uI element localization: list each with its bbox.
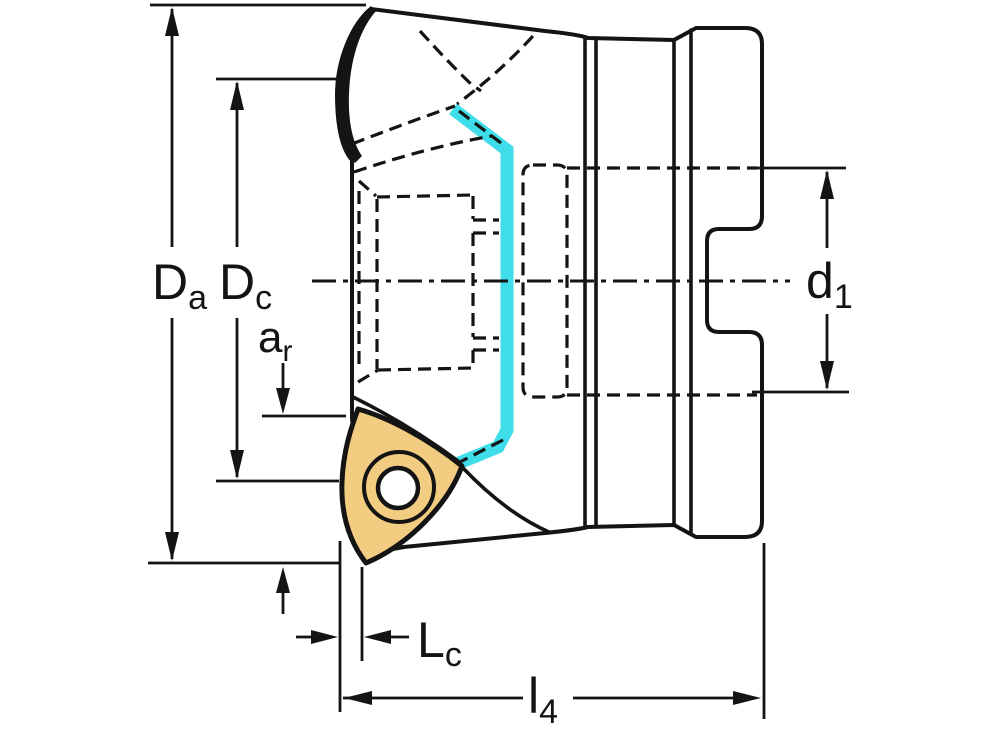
leading-edge-crescent — [338, 6, 376, 163]
dimension-lc: Lc — [296, 541, 462, 712]
arrow-down-icon — [230, 450, 244, 479]
dimension-dc-label: Dc — [219, 254, 272, 317]
arrow-down-icon — [820, 361, 834, 390]
cutting-edge-highlight — [449, 103, 514, 470]
body-silhouette — [335, 7, 764, 554]
pocket-arc-lower — [461, 466, 551, 534]
dimension-da-label: Da — [152, 254, 207, 317]
clamp-slot-hidden — [521, 163, 569, 399]
arrow-down-icon — [276, 388, 290, 414]
dimension-da: Da — [148, 3, 366, 565]
arrow-up-icon — [165, 7, 179, 36]
arrow-right-icon — [733, 691, 761, 705]
dashed-arc-upper-left — [456, 34, 535, 106]
arrow-down-icon — [165, 532, 179, 561]
dashed-cutting-circle-1 — [351, 104, 456, 146]
dimension-lc-label: Lc — [417, 612, 462, 674]
indexable-insert — [339, 406, 465, 566]
dimension-d1: d1 — [752, 166, 853, 394]
arrow-up-icon — [820, 170, 834, 199]
hidden-contours — [351, 29, 757, 464]
dimension-ar-label: ar — [258, 313, 292, 368]
arrow-up-icon — [276, 567, 290, 593]
arrow-left-icon — [344, 691, 372, 705]
dimension-l4: l4 — [343, 543, 766, 731]
dashed-cutting-circle-2 — [353, 134, 493, 174]
arrow-left-icon — [364, 630, 391, 644]
insert-washer-circle — [362, 450, 436, 524]
insert-pocket-hidden — [357, 193, 499, 384]
dimension-l4-label: l4 — [528, 668, 558, 731]
arrow-right-icon — [311, 630, 338, 644]
arrow-up-icon — [230, 81, 244, 110]
dimension-d1-label: d1 — [806, 253, 853, 316]
dimension-ar: ar — [258, 313, 346, 614]
dimension-dc: Dc — [216, 77, 339, 483]
dashed-arc-upper-right — [418, 29, 482, 93]
insert-screw-hole — [375, 465, 421, 511]
